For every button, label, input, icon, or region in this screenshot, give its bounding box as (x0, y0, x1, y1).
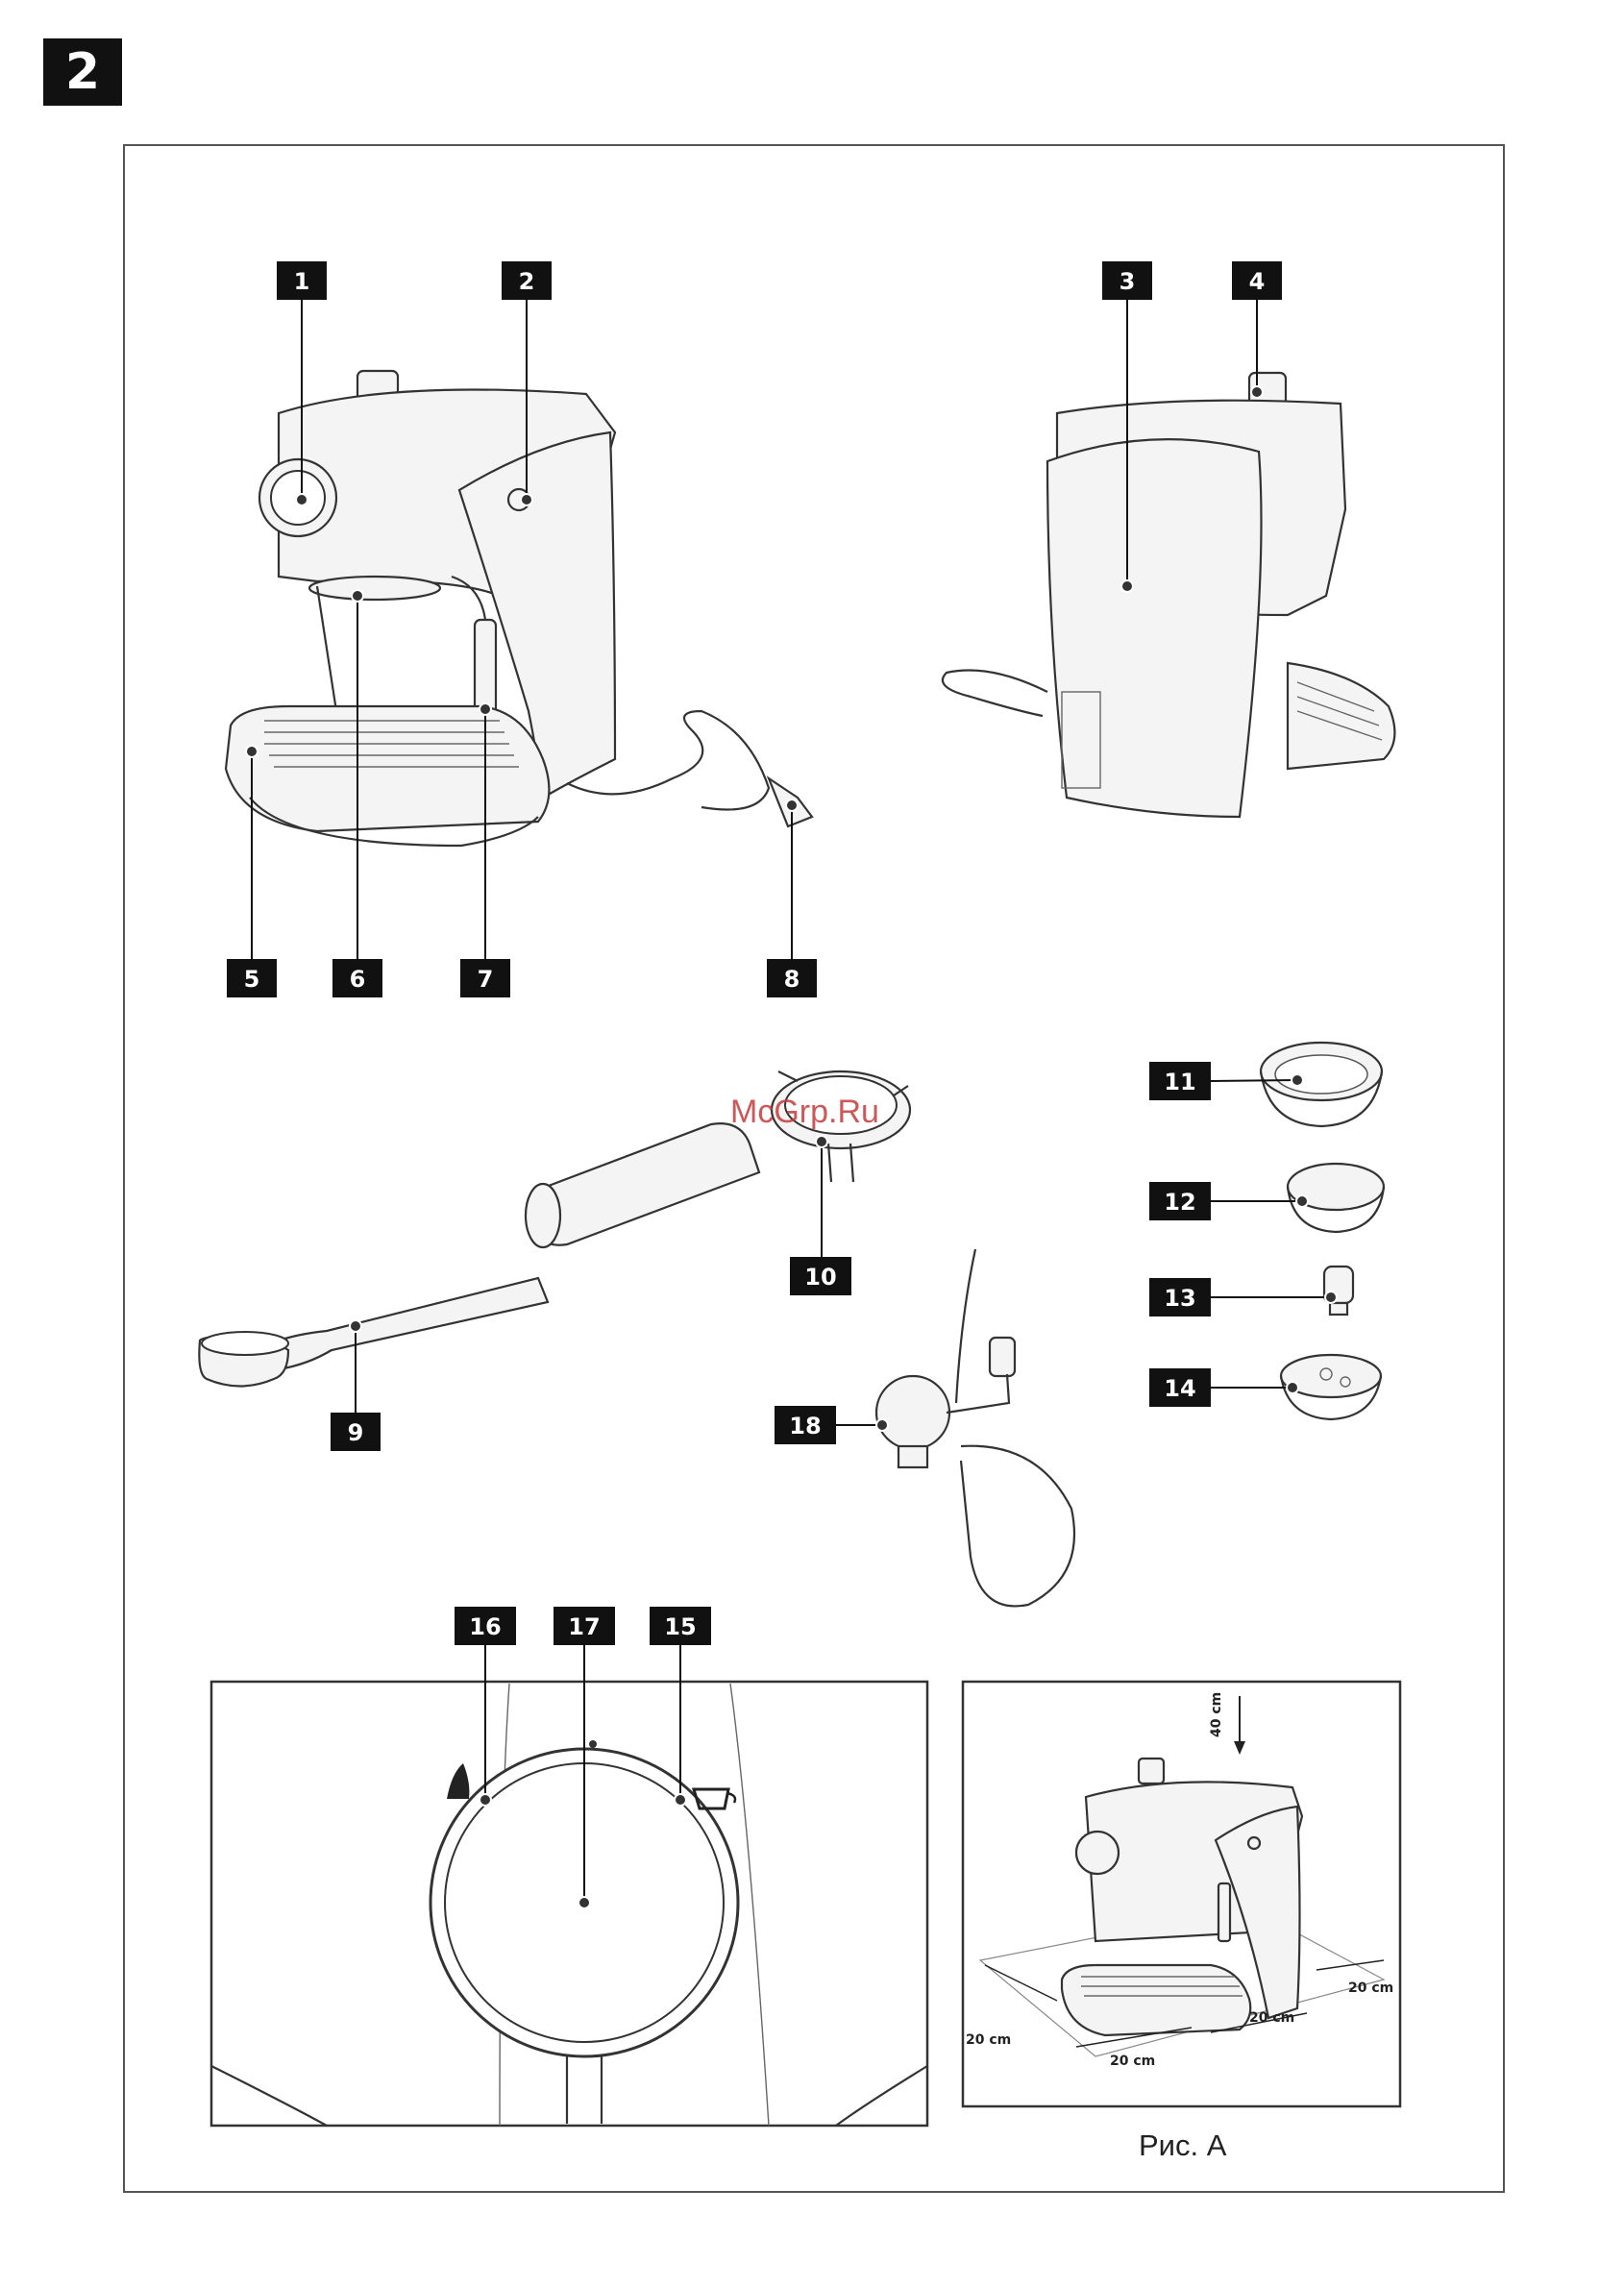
callout-16: 16 (455, 1607, 516, 1645)
measuring-spoon (199, 1278, 548, 1387)
svg-text:10: 10 (804, 1264, 836, 1291)
svg-text:16: 16 (469, 1613, 501, 1640)
figure-caption: Рис. А (1139, 2128, 1226, 2163)
svg-text:13: 13 (1164, 1285, 1195, 1312)
svg-text:17: 17 (568, 1613, 600, 1640)
dial-closeup (211, 1682, 927, 2126)
svg-text:6: 6 (350, 966, 366, 993)
clearance-right-label: 20 cm (1348, 1980, 1393, 1996)
callout-4: 4 (1232, 261, 1282, 300)
watermark-text: McGrp.Ru (730, 1094, 879, 1131)
callout-1: 1 (277, 261, 327, 300)
callout-3: 3 (1102, 261, 1152, 300)
cappuccino-device (876, 1249, 1074, 1606)
svg-text:3: 3 (1120, 268, 1136, 295)
machine-front-view (226, 371, 812, 846)
machine-back-view (943, 373, 1395, 817)
installation-clearance-figure: 40 cm 20 cm 20 cm 20 cm 20 cm (963, 1682, 1400, 2106)
svg-text:7: 7 (478, 966, 494, 993)
callout-11: 11 (1149, 1062, 1211, 1100)
callout-7: 7 (460, 959, 510, 997)
svg-text:1: 1 (294, 268, 310, 295)
callout-5: 5 (227, 959, 277, 997)
svg-text:2: 2 (519, 268, 535, 295)
callout-13: 13 (1149, 1278, 1211, 1316)
svg-text:4: 4 (1249, 268, 1266, 295)
clearance-front-right-label: 20 cm (1249, 2010, 1294, 2026)
filter-adapter (1324, 1267, 1353, 1315)
callout-18: 18 (775, 1406, 836, 1444)
svg-text:12: 12 (1164, 1189, 1195, 1216)
svg-text:11: 11 (1164, 1069, 1195, 1095)
filter-two-cups (1261, 1043, 1382, 1126)
callout-9: 9 (331, 1413, 381, 1451)
clearance-front-label: 20 cm (1110, 2054, 1155, 2069)
svg-text:8: 8 (784, 966, 800, 993)
callout-15: 15 (650, 1607, 711, 1645)
svg-text:9: 9 (348, 1419, 364, 1446)
callout-10: 10 (790, 1257, 851, 1295)
clearance-left-label: 20 cm (966, 2032, 1011, 2048)
clearance-top-label: 40 cm (1209, 1692, 1224, 1737)
svg-text:5: 5 (244, 966, 260, 993)
callout-12: 12 (1149, 1182, 1211, 1220)
callout-8: 8 (767, 959, 817, 997)
callout-2: 2 (502, 261, 552, 300)
callout-17: 17 (554, 1607, 615, 1645)
callout-6: 6 (332, 959, 382, 997)
svg-text:14: 14 (1164, 1375, 1195, 1402)
svg-text:15: 15 (664, 1613, 696, 1640)
callout-14: 14 (1149, 1368, 1211, 1407)
svg-text:18: 18 (789, 1413, 821, 1439)
